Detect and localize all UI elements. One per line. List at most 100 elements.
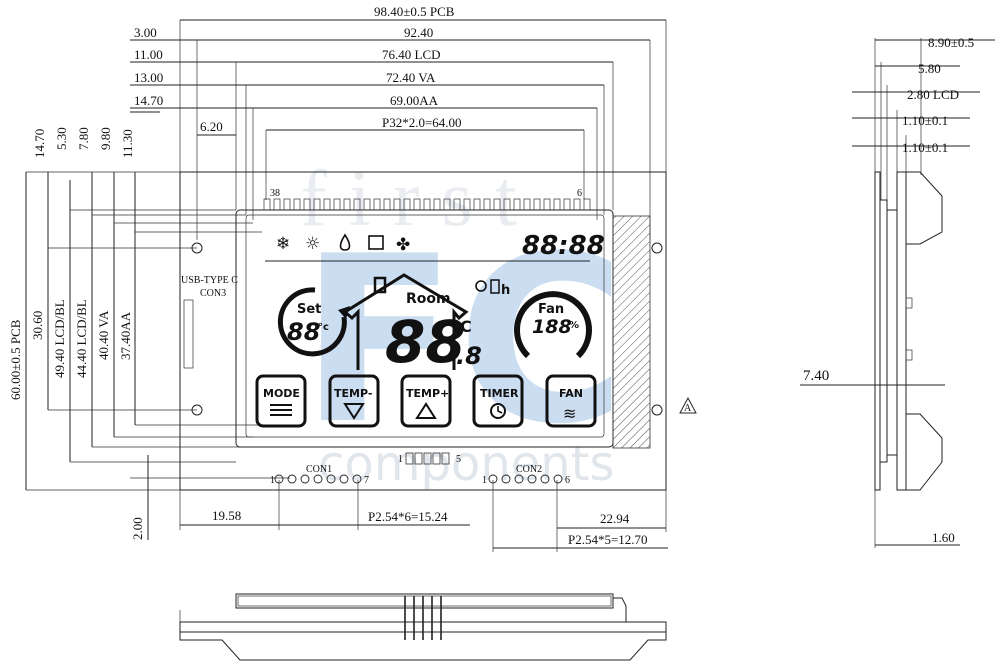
- dim-v-11-30: 11.30: [120, 129, 135, 158]
- dim-6-20: 6.20: [200, 119, 223, 134]
- left-dimensions: 14.70 5.30 7.80 9.80 11.30 60.00±0.5 PCB…: [8, 127, 290, 540]
- mount-hole-br: [651, 404, 663, 416]
- con2-pin: [514, 474, 524, 484]
- con1-pin: [313, 474, 323, 484]
- dim-lcd-width: 76.40 LCD: [382, 47, 441, 62]
- set-unit: °c: [318, 322, 329, 333]
- dim-aa-width: 69.00AA: [390, 93, 439, 108]
- dim-pitch-con2: P2.54*5=12.70: [568, 532, 648, 547]
- set-gauge: Set 88 °c: [277, 287, 350, 357]
- lcd-viewing-area: [245, 214, 605, 438]
- lcd-button-temp-minus: TEMP-: [328, 374, 380, 428]
- dim-v-5-30: 5.30: [54, 127, 69, 150]
- con2-pin: [527, 474, 537, 484]
- fan-unit: %: [569, 320, 579, 331]
- triangle-down-icon: [343, 403, 365, 420]
- side-view: 8.90±0.5 5.80 2.80 LCD 1.10±0.1 1.10±0.1…: [800, 35, 995, 548]
- mount-hole-bl: [191, 404, 203, 416]
- side-backlight: [886, 209, 898, 456]
- set-value: 88: [287, 318, 320, 346]
- room-unit: °C: [452, 317, 472, 336]
- con2-pin: [553, 474, 563, 484]
- button-fan-label: FAN: [559, 387, 583, 400]
- backlight-pin: [423, 452, 432, 465]
- fan-blade-icon: ✤: [396, 235, 410, 255]
- backlight-pin: [441, 452, 450, 465]
- watermark: first FC components: [300, 155, 626, 492]
- watermark-logo: FC: [300, 208, 626, 475]
- lcd-content: ❄ ☼ ✤ 88:88 Set 88 °c Room 88 .8 °C h: [255, 231, 605, 428]
- dim-3-00: 3.00: [134, 25, 157, 40]
- con3-label: CON3: [200, 288, 226, 299]
- small-digit-icon: [490, 279, 500, 294]
- mount-hole-tr: [651, 242, 663, 254]
- water-drop-icon: [339, 233, 351, 251]
- connectors: CON1 1 7 CON2 1 6: [270, 464, 570, 486]
- pcb-outline: [179, 171, 667, 491]
- lcd-button-mode: MODE: [255, 374, 307, 428]
- dim-2-80: 2.80 LCD: [907, 87, 959, 102]
- clock-digits: 88:88: [522, 231, 605, 261]
- revision-triangle: [679, 396, 697, 414]
- lcd-button-timer: TIMER: [472, 374, 524, 428]
- dim-pcb-width: 98.40±0.5 PCB: [374, 4, 455, 19]
- dim-5-80: 5.80: [918, 61, 941, 76]
- dim-19-58: 19.58: [212, 508, 241, 523]
- watermark-sub-text: components: [318, 436, 615, 492]
- fan-gauge: Fan 188 %: [514, 291, 592, 359]
- lcd-button-fan: FAN ≋: [545, 374, 597, 428]
- room-decimal: .8: [456, 342, 482, 370]
- dim-v-2-00: 2.00: [130, 517, 145, 540]
- bottom-lcd-body: [235, 593, 614, 609]
- dim-14-70: 14.70: [134, 93, 163, 108]
- backlight-pin: [414, 452, 423, 465]
- con1-pin: [287, 474, 297, 484]
- dim-1-10-b: 1.10±0.1: [902, 140, 948, 155]
- side-lcd: [879, 199, 888, 463]
- revision-mark: A: [684, 403, 692, 414]
- con1-pin-first: 1: [270, 475, 275, 486]
- lcd-pin: [283, 198, 291, 211]
- pin-6-label: 6: [577, 188, 582, 199]
- dim-v-30-60: 30.60: [30, 311, 45, 340]
- side-housing: [896, 171, 907, 491]
- usb-label: USB-TYPE C: [181, 275, 238, 286]
- lcd-seal-hatch: [612, 215, 651, 449]
- dim-v-va: 40.40 VA: [96, 310, 111, 360]
- lcd-pin: [263, 198, 271, 211]
- bl-pin-5: 5: [456, 454, 461, 465]
- button-timer-label: TIMER: [480, 387, 519, 400]
- con1-pin: [326, 474, 336, 484]
- usb-c-connector: [183, 299, 194, 369]
- fan-label: Fan: [538, 302, 564, 317]
- small-clock-icon: [475, 280, 487, 292]
- side-bottom-bracket: [906, 413, 943, 491]
- bl-pin-1: 1: [398, 454, 403, 465]
- con1-pin-last: 7: [364, 475, 369, 486]
- pin-38-label: 38: [270, 188, 280, 199]
- fan-value: 188: [532, 316, 572, 338]
- dim-v-pcb-height: 60.00±0.5 PCB: [8, 319, 23, 400]
- triangle-up-icon: [415, 402, 437, 419]
- con2-pin: [540, 474, 550, 484]
- top-dimensions: 98.40±0.5 PCB 92.40 76.40 LCD 72.40 VA 6…: [130, 4, 667, 240]
- dim-1-60: 1.60: [932, 530, 955, 545]
- button-mode-label: MODE: [263, 387, 300, 400]
- lcd-pin: [273, 198, 281, 211]
- side-top-bracket: [906, 171, 943, 245]
- timer-h-label: h: [501, 283, 510, 298]
- dim-22-94: 22.94: [600, 511, 630, 526]
- clock-icon: [490, 403, 506, 419]
- mount-hole-tl: [191, 242, 203, 254]
- con1-pin: [300, 474, 310, 484]
- dim-v-lcd-bl-2: 44.40 LCD/BL: [74, 299, 89, 378]
- dim-11-00: 11.00: [134, 47, 163, 62]
- con1-label: CON1: [306, 464, 332, 475]
- side-pcb: [874, 171, 881, 491]
- dim-13-00: 13.00: [134, 70, 163, 85]
- snowflake-icon: ❄: [276, 234, 290, 254]
- dehumidify-icon: [368, 235, 384, 250]
- set-label: Set: [297, 302, 321, 317]
- con2-pin-last: 6: [565, 475, 570, 486]
